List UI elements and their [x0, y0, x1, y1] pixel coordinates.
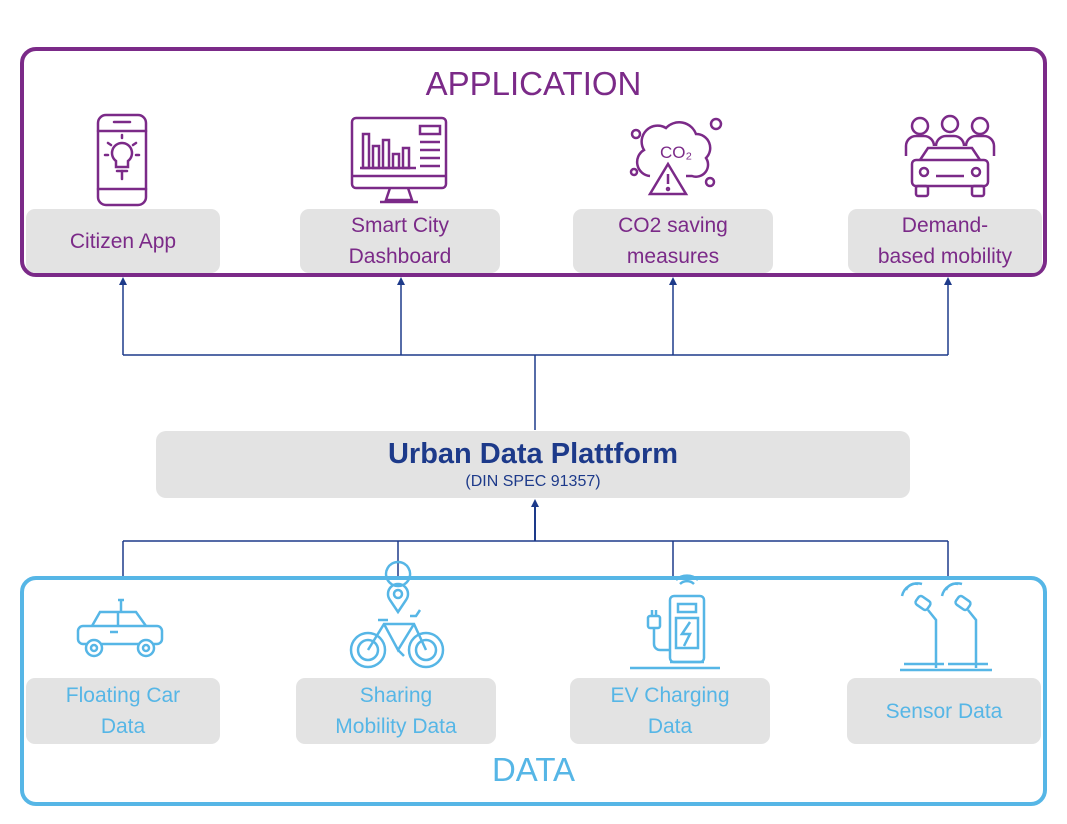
- smart-city-dashboard-card: Smart City Dashboard: [300, 209, 500, 273]
- car-with-people-icon: [902, 112, 998, 208]
- application-layer-title: APPLICATION: [425, 65, 642, 102]
- ev-charging-data-card: EV Charging Data: [570, 678, 770, 744]
- monitor-dashboard-icon: [350, 116, 448, 208]
- bike-location-pin-icon: [348, 560, 446, 672]
- ev-charging-station-icon: [628, 574, 722, 672]
- platform-subtitle: (DIN SPEC 91357): [465, 473, 601, 490]
- co2-cloud-warning-icon: CO₂: [628, 112, 724, 208]
- citizen-app-card: Citizen App: [26, 209, 220, 273]
- sharing-mobility-data-card: Sharing Mobility Data: [296, 678, 496, 744]
- co2-saving-card: CO2 saving measures: [573, 209, 773, 273]
- svg-text:CO₂: CO₂: [660, 143, 692, 162]
- connected-car-icon: [74, 596, 166, 660]
- demand-based-mobility-card: Demand- based mobility: [848, 209, 1042, 273]
- smartphone-lightbulb-icon: [94, 113, 150, 207]
- street-sensor-icon: [898, 580, 994, 676]
- urban-data-platform-box: Urban Data Plattform (DIN SPEC 91357): [156, 431, 910, 498]
- floating-car-data-card: Floating Car Data: [26, 678, 220, 744]
- data-layer-title: DATA: [491, 751, 576, 788]
- sensor-data-card: Sensor Data: [847, 678, 1041, 744]
- platform-title: Urban Data Plattform: [387, 438, 679, 470]
